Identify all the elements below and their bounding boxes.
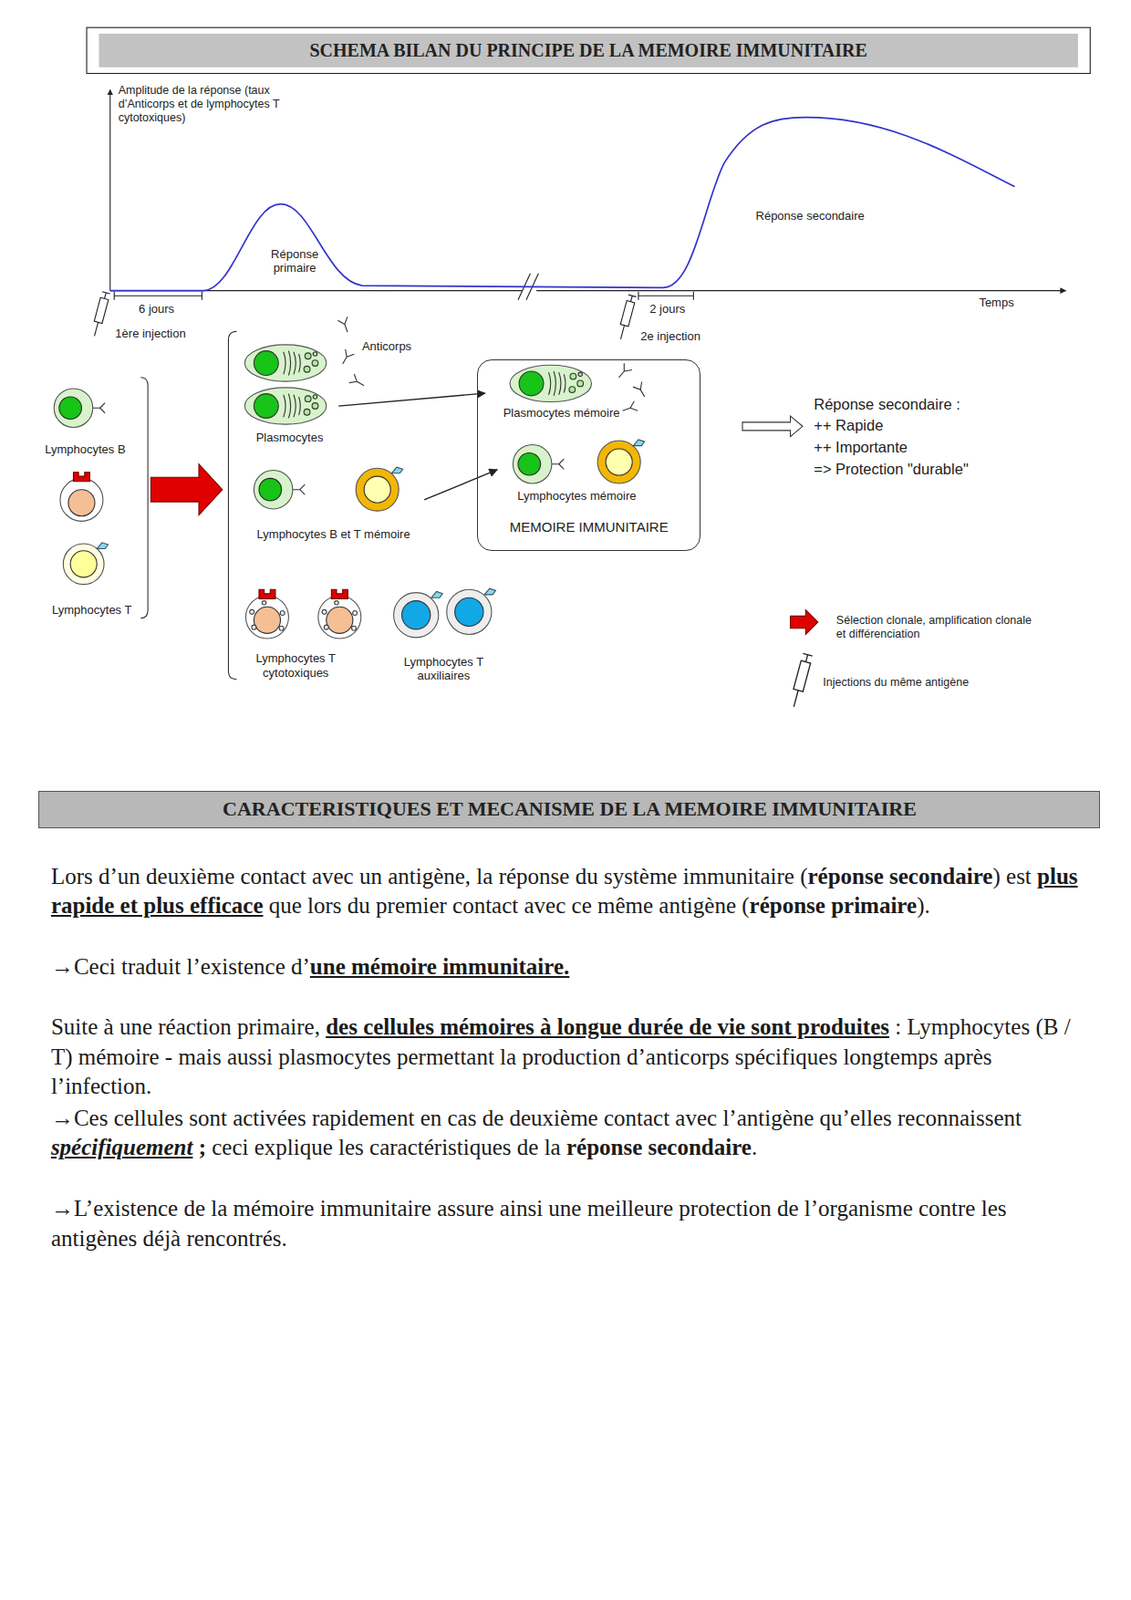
diagram-label: Réponse secondaire : (813, 395, 961, 415)
plasmocyte (244, 344, 326, 382)
diagram-label: Réponse secondaire (756, 208, 865, 224)
legend-text: Sélection clonale, amplification clonale… (836, 613, 1041, 642)
illustration-part (98, 33, 1078, 68)
antibody (337, 316, 353, 334)
illustration-part (110, 290, 1067, 291)
result-arrow (742, 415, 803, 436)
syringe (616, 294, 636, 341)
helper-t-cell (394, 591, 444, 638)
lymphocyte-tc (60, 472, 104, 522)
lymphocyte-th (62, 542, 108, 585)
text-run: que lors du premier contact avec ce même… (262, 892, 749, 918)
text-run: une mémoire immunitaire. (310, 954, 570, 979)
text-run: réponse secondaire (566, 1134, 752, 1160)
node-label: MEMOIRE IMMUNITAIRE (509, 518, 669, 536)
text-run: des cellules mémoires à longue durée de … (325, 1014, 890, 1039)
connector-arrow (338, 393, 486, 406)
memory-plasmocyte (509, 364, 592, 402)
memory-b-cell (253, 469, 305, 509)
diagram-label: 6 jours (138, 301, 175, 317)
antibody (614, 363, 633, 381)
node-label: Plasmocytes mémoire (503, 405, 621, 421)
text-run: ). (916, 892, 931, 918)
graph-axes (110, 89, 1067, 300)
diagram-label: Lymphocytes B (44, 442, 125, 457)
text-run: ceci explique les caractéristiques de la (206, 1134, 567, 1160)
cell-group: Lymphocytes mémoire (497, 434, 656, 506)
legend-arrow-symbol (790, 610, 819, 635)
text-run: ; (192, 1134, 207, 1160)
text-run: Suite à une réaction primaire, (51, 1014, 326, 1039)
connector-arrow (424, 469, 498, 500)
text-run: spécifiquement (51, 1134, 194, 1160)
diagram-label: Lymphocytes T cytotoxiques (244, 651, 347, 680)
memory-b-cell (512, 445, 564, 484)
text-run: →L’existence de la mémoire immunitaire a… (51, 1195, 1007, 1251)
selection-arrow (150, 464, 222, 516)
cytotoxic-t-cell (318, 589, 362, 639)
paragraph: →L’existence de la mémoire immunitaire a… (51, 1193, 1091, 1254)
text-run: réponse primaire (749, 892, 918, 918)
paragraph: Suite à une réaction primaire, des cellu… (51, 1012, 1091, 1102)
diagram-label: 2e injection (640, 329, 701, 344)
node-label: Lymphocytes mémoire (517, 488, 636, 504)
memory-box: MEMOIRE IMMUNITAIRE Plasmocytes mémoireLy… (477, 359, 701, 551)
cell-group: Plasmocytes (240, 339, 339, 447)
node-label: Plasmocytes (256, 430, 324, 446)
cytotoxic-t-cell (245, 589, 289, 639)
diagram-label: Temps (978, 295, 1014, 311)
text-run: réponse secondaire (807, 863, 993, 889)
illustration-part (114, 291, 202, 301)
memory-t-cell (597, 439, 644, 484)
illustration-part (638, 291, 694, 301)
diagram-label: Lymphocytes T (51, 602, 132, 618)
text-run: . (751, 1134, 758, 1160)
bracket (228, 331, 237, 679)
text-run: →Ces cellules sont activées rapidement e… (51, 1105, 1022, 1131)
antibody (621, 401, 639, 416)
illustration-part (86, 27, 1090, 73)
legend-text: Injections du même antigène (822, 675, 969, 690)
antibody (349, 373, 367, 391)
node-label: Lymphocytes B et T mémoire (257, 527, 411, 542)
page-title: SCHEMA BILAN DU PRINCIPE DE LA MEMOIRE I… (98, 33, 1078, 68)
illustration-part (109, 89, 111, 291)
diagram-label: Amplitude de la réponse (taux d’Anticorp… (118, 83, 298, 125)
diagram-label: ++ Rapide (813, 416, 883, 436)
helper-t-cell (446, 588, 497, 634)
diagram-label: 1ère injection (114, 326, 186, 342)
diagram-label: => Protection "durable" (813, 460, 969, 479)
diagram-label: ++ Importante (813, 438, 908, 457)
diagram-label: Lymphocytes T auxiliaires (392, 654, 495, 684)
text-run: Lors d’un deuxième contact avec un antig… (51, 863, 809, 889)
cell-group: Lymphocytes B et T mémoire (242, 464, 425, 544)
duration-marks (114, 291, 694, 301)
cell-group: Plasmocytes mémoire (485, 364, 639, 423)
lymphocyte-b (53, 388, 105, 427)
section-band: CARACTERISTIQUES ET MECANISME DE LA MEMO… (38, 790, 1100, 829)
plasmocyte (244, 387, 326, 425)
legend-syringe-symbol (788, 653, 813, 708)
bracket (140, 377, 148, 619)
text-run: ) est (992, 863, 1038, 889)
text-run: →Ceci traduit l’existence d’ (51, 954, 311, 979)
paragraph: →Ces cellules sont activées rapidement e… (51, 1103, 1091, 1163)
section-heading: CARACTERISTIQUES ET MECANISME DE LA MEMO… (222, 797, 917, 821)
antibody (632, 382, 650, 400)
syringe (90, 291, 110, 338)
memory-t-cell (355, 466, 403, 511)
illustration-part (38, 27, 1100, 829)
diagram-label: Anticorps (362, 339, 412, 354)
title-frame (86, 27, 1090, 73)
antibody (338, 349, 355, 367)
section-frame (38, 790, 1100, 829)
paragraph: →Ceci traduit l’existence d’une mémoire … (51, 952, 1091, 983)
diagram-label: 2 jours (649, 301, 685, 317)
diagram-label: Réponse primaire (255, 247, 335, 276)
response-curve (110, 117, 1016, 291)
paragraph: Lors d’un deuxième contact avec un antig… (51, 861, 1091, 922)
